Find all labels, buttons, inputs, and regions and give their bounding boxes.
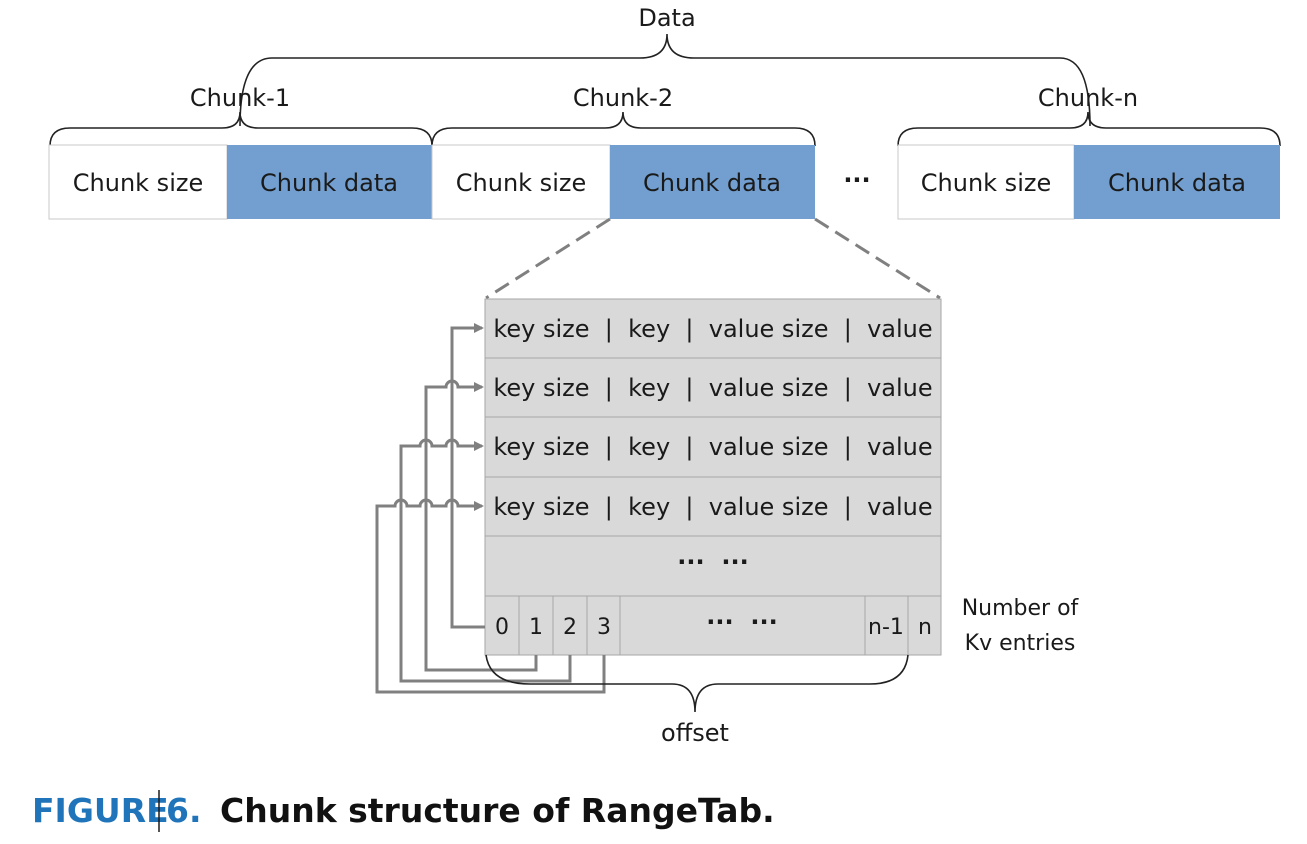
offset-cell-ellipsis: ··· ··· bbox=[706, 608, 777, 636]
pointer-1 bbox=[424, 379, 538, 672]
entries-label-line1: Number of bbox=[962, 596, 1080, 621]
chunk-ellipsis: ··· bbox=[843, 166, 870, 194]
chunk-n-label: Chunk-n bbox=[1038, 84, 1138, 112]
kv-row-3-text: key size | key | value size | value bbox=[493, 433, 932, 461]
chunk-n-data-text: Chunk data bbox=[1108, 169, 1246, 197]
zoom-line-left bbox=[485, 217, 611, 300]
offset-cell-n-1: n-1 bbox=[868, 615, 904, 640]
offset-brace bbox=[485, 654, 909, 713]
offset-cell-n: n bbox=[918, 615, 932, 640]
chunk-n-data-cell bbox=[1074, 145, 1280, 219]
kv-ellipsis-text: ··· ··· bbox=[677, 548, 748, 576]
kv-row-3 bbox=[484, 416, 942, 478]
kv-table: key size | key | value size | value key … bbox=[484, 298, 942, 656]
chunk-n-brace bbox=[897, 111, 1281, 147]
pointer-0 bbox=[450, 323, 485, 629]
caption-text: Chunk structure of RangeTab. bbox=[220, 791, 775, 830]
chunk-n-size-cell bbox=[897, 144, 1075, 220]
kv-row-2-text: key size | key | value size | value bbox=[493, 374, 932, 402]
chunk-1-brace bbox=[49, 111, 433, 147]
data-label: Data bbox=[638, 4, 695, 32]
kv-row-4 bbox=[484, 476, 942, 537]
chunk-2-label: Chunk-2 bbox=[573, 84, 673, 112]
chunk-1-size-text: Chunk size bbox=[73, 169, 203, 197]
chunk-2-data-text: Chunk data bbox=[643, 169, 781, 197]
offset-label: offset bbox=[661, 719, 729, 747]
chunk-2-brace bbox=[431, 111, 816, 147]
pointer-2 bbox=[399, 438, 572, 683]
caption-figure-number: 6. bbox=[166, 791, 202, 830]
zoom-line-right bbox=[814, 217, 941, 300]
offset-cell-3: 3 bbox=[597, 615, 611, 640]
offset-cell-0: 0 bbox=[495, 615, 509, 640]
chunk-n-size-text: Chunk size bbox=[921, 169, 1051, 197]
chunk-1-size-cell bbox=[48, 144, 228, 220]
kv-row-4-text: key size | key | value size | value bbox=[493, 493, 932, 521]
data-brace bbox=[239, 33, 1091, 127]
chunk-1-data-cell bbox=[227, 145, 432, 219]
pointer-3 bbox=[375, 498, 606, 694]
chunk-2-size-text: Chunk size bbox=[456, 169, 586, 197]
chunk-2-size-cell bbox=[431, 144, 611, 220]
offset-cell-2: 2 bbox=[563, 615, 577, 640]
chunk-1-data-text: Chunk data bbox=[260, 169, 398, 197]
figure-caption: FIGURE 6. Chunk structure of RangeTab. bbox=[32, 790, 775, 832]
kv-row-1-text: key size | key | value size | value bbox=[493, 315, 932, 343]
kv-ellipsis-row bbox=[484, 535, 942, 597]
chunk-1-label: Chunk-1 bbox=[190, 84, 290, 112]
offset-pointers bbox=[375, 323, 606, 694]
caption-figure-word: FIGURE bbox=[32, 791, 169, 830]
offset-cell-1: 1 bbox=[529, 615, 543, 640]
entries-label-line2: Kv entries bbox=[965, 631, 1076, 656]
chunk-2-data-cell bbox=[610, 145, 815, 219]
